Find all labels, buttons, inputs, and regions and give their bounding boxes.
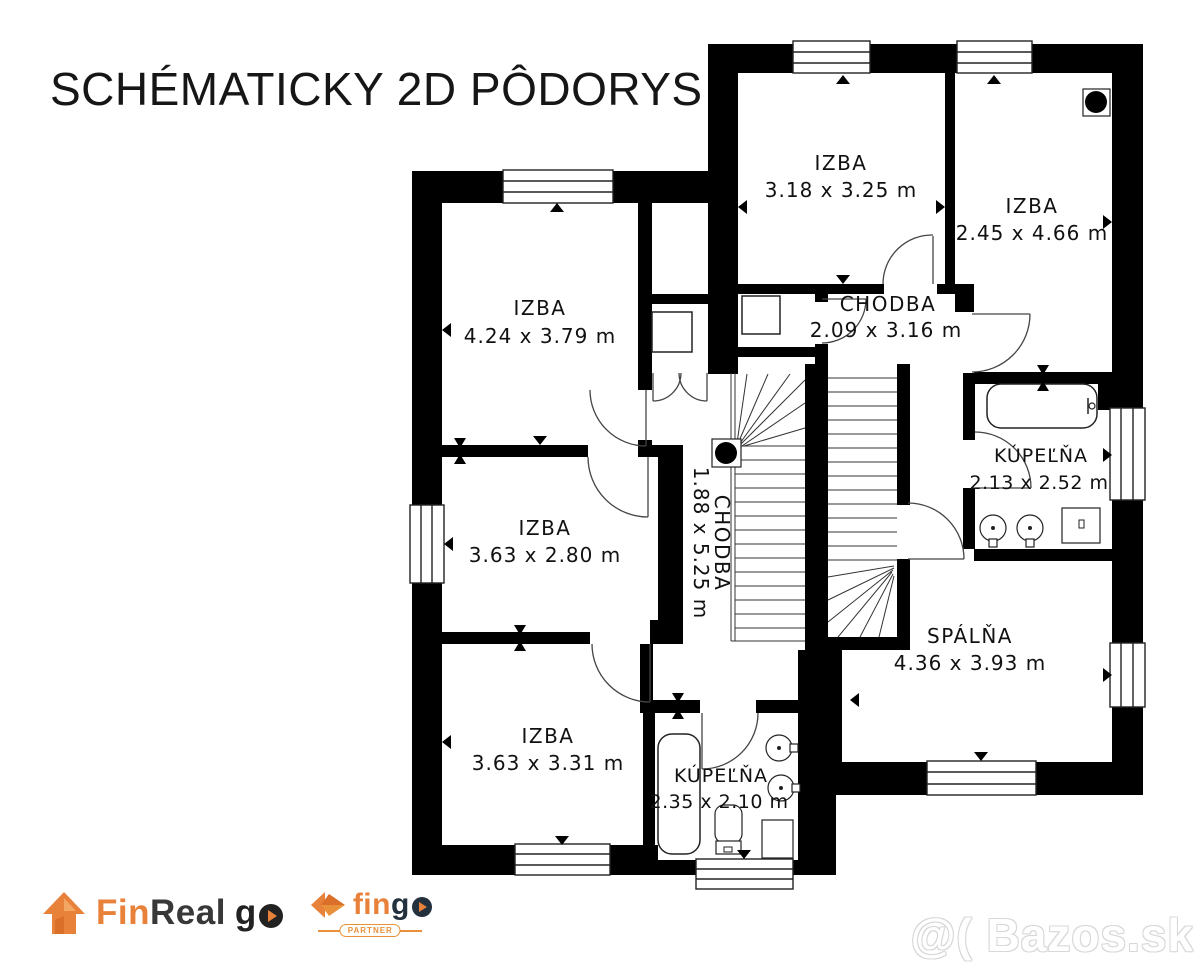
sink [767, 774, 801, 802]
room-label: KÚPEĽŇA [674, 763, 768, 787]
counter [761, 819, 794, 859]
room-dims: 1.88 x 5.25 m [689, 467, 713, 619]
room-dims: 3.63 x 3.31 m [472, 751, 624, 775]
walls [412, 44, 1143, 875]
window [409, 504, 445, 584]
door-arc [971, 313, 1031, 373]
door-arc [821, 298, 867, 344]
chimney-icon [711, 438, 742, 468]
finreal-fin: Fin [96, 893, 150, 932]
room-label: IZBA [518, 516, 571, 540]
room-label: CHODBA [840, 292, 937, 316]
room-dims: 4.36 x 3.93 m [894, 651, 1046, 675]
door-arc [701, 712, 759, 770]
bathtub [657, 733, 701, 855]
door-arc [652, 372, 682, 402]
house-icon [43, 892, 85, 934]
finreal-real: Real [149, 893, 226, 932]
windows [409, 40, 1146, 890]
door-arc [678, 372, 708, 402]
window [1109, 642, 1146, 708]
door-arc [589, 389, 647, 447]
door-arc [587, 456, 649, 518]
fingo-go-g: g [390, 888, 410, 921]
counter [1061, 507, 1101, 544]
door-arcs [587, 234, 1032, 770]
closet [651, 311, 693, 353]
room-label: IZBA [1005, 194, 1058, 218]
room-label: IZBA [521, 724, 574, 748]
window [956, 40, 1033, 74]
chimney-icon [1082, 88, 1111, 117]
fish-icon [310, 892, 345, 918]
window [695, 858, 794, 890]
window [1109, 407, 1146, 501]
door-arc [882, 234, 934, 285]
sink [1016, 514, 1044, 548]
fixtures [651, 88, 1111, 859]
toilet [714, 804, 743, 855]
door-arc [591, 643, 651, 703]
window [514, 843, 611, 876]
stairs [730, 373, 897, 642]
dimension-arrows [442, 75, 1112, 859]
room-dims: 2.35 x 2.10 m [650, 791, 789, 813]
room-dims: 4.24 x 3.79 m [464, 324, 616, 348]
fingo-fin: fin [352, 888, 391, 921]
room-dims: 2.09 x 3.16 m [810, 318, 962, 342]
window [502, 169, 614, 204]
sink [765, 734, 799, 762]
door-arc [974, 431, 1032, 489]
room-dims: 2.13 x 2.52 m [970, 472, 1109, 494]
door-arc [907, 502, 965, 560]
room-labels: IZBA 3.18 x 3.25 m IZBA 2.45 x 4.66 m CH… [464, 151, 1109, 813]
watermark: @( Bazos.sk [910, 909, 1194, 961]
finreal-go-g: g [234, 893, 257, 932]
room-label: IZBA [513, 296, 566, 320]
page-title: SCHÉMATICKY 2D PÔDORYS [50, 63, 703, 115]
partner-line: PARTNER [318, 924, 423, 938]
room-label: SPÁLŇA [927, 624, 1013, 648]
bathtub [986, 383, 1098, 429]
partner-badge: PARTNER [339, 924, 401, 937]
room-label: CHODBA [710, 495, 734, 592]
room-label: IZBA [814, 151, 867, 175]
room-dims: 3.18 x 3.25 m [765, 178, 917, 202]
room-dims: 2.45 x 4.66 m [956, 221, 1108, 245]
room-dims: 3.63 x 2.80 m [469, 543, 621, 567]
play-icon [411, 897, 432, 917]
play-icon [258, 904, 283, 928]
closet [741, 295, 781, 335]
sink [979, 514, 1007, 548]
room-label: KÚPEĽŇA [994, 443, 1088, 467]
window [792, 40, 871, 74]
window [926, 760, 1037, 796]
